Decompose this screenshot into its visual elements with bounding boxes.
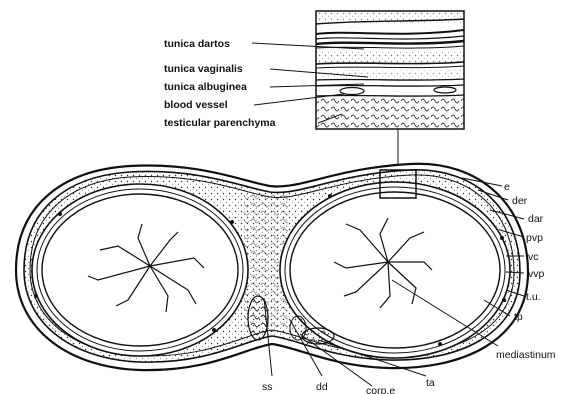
label-ss: ss xyxy=(262,381,273,393)
label-tunica-dartos: tunica dartos xyxy=(164,38,230,50)
label-dar: dar xyxy=(528,213,544,225)
label-corp-e: corp.e xyxy=(366,385,395,394)
label-e: e xyxy=(504,181,510,193)
label-der: der xyxy=(512,195,528,207)
label-tp: tp xyxy=(514,311,523,323)
label-mediastinum: mediastinum xyxy=(496,349,556,361)
label-testicular-parenchyma: testicular parenchyma xyxy=(164,117,276,129)
label-tunica-albuginea: tunica albuginea xyxy=(164,81,247,93)
label-tu: t.u. xyxy=(526,291,541,303)
label-dd: dd xyxy=(316,381,328,393)
label-vc: vc xyxy=(528,251,539,263)
scrotum-cross-section xyxy=(16,164,528,370)
label-vvp: vvp xyxy=(528,268,545,280)
label-blood-vessel: blood vessel xyxy=(164,99,228,111)
label-tunica-vaginalis: tunica vaginalis xyxy=(164,63,243,75)
label-ta: ta xyxy=(426,377,435,389)
inset-magnified-wall xyxy=(316,11,464,170)
label-pvp: pvp xyxy=(526,232,543,244)
